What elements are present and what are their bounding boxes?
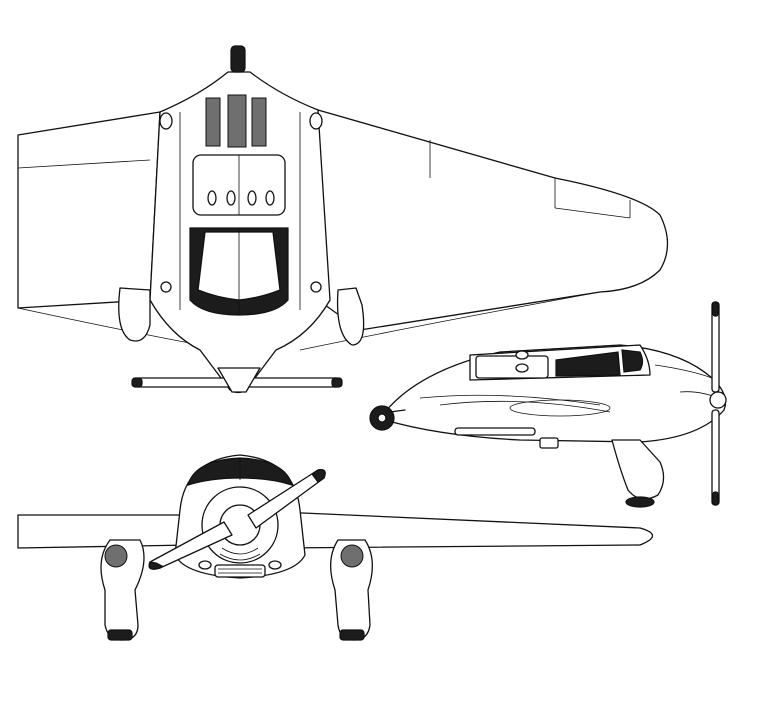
plan-nose-spinner [230,45,246,73]
plan-right-gear-fairing [336,287,365,346]
front-right-wing [279,511,654,549]
front-left-wing [17,514,196,549]
side-view [369,301,727,508]
plan-left-gear-fairing [118,287,151,342]
side-propeller-lower [711,409,720,506]
front-view [17,454,654,641]
side-canopy-glazing [555,351,621,377]
plan-cooling-vents [205,94,267,148]
front-propeller [148,469,326,570]
plan-view [17,45,669,394]
plan-right-wing [317,109,669,331]
side-main-gear-fairing [611,439,665,500]
plan-left-wing [17,111,161,309]
